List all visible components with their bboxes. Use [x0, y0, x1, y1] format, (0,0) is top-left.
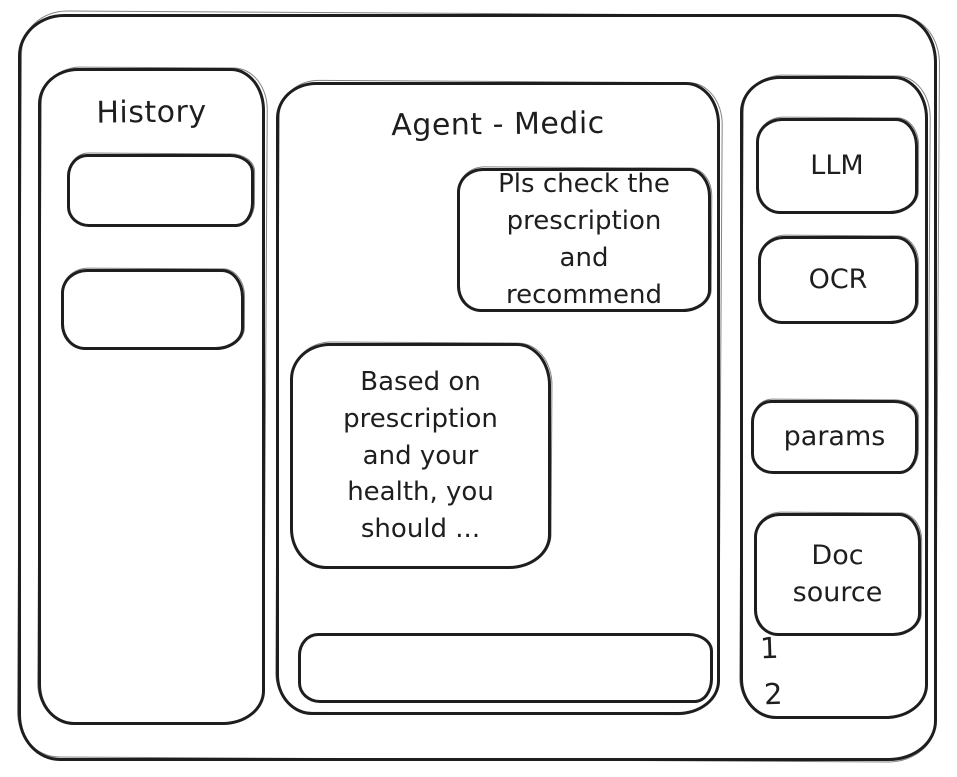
app-window: History Agent - Medic Pls check the pres… — [18, 14, 937, 761]
chat-input[interactable] — [298, 633, 713, 703]
history-item[interactable] — [61, 269, 244, 350]
agent-message-bubble: Based on prescription and your health, y… — [290, 343, 551, 569]
tools-panel: LLM OCR params Doc source 1 2 — [740, 76, 928, 719]
history-item[interactable] — [67, 154, 254, 227]
doc-source-button[interactable]: Doc source — [754, 513, 921, 636]
user-message-bubble: Pls check the prescription and recommend — [457, 168, 711, 312]
user-message-text: Pls check the prescription and recommend — [498, 169, 670, 310]
params-button[interactable]: params — [751, 400, 918, 474]
doc-source-button-label: Doc source — [792, 540, 883, 608]
doc-source-item-1[interactable]: 1 — [759, 630, 780, 666]
chat-panel: Agent - Medic Pls check the prescription… — [276, 82, 720, 715]
history-panel-title: History — [96, 94, 207, 131]
llm-button[interactable]: LLM — [756, 118, 918, 214]
chat-panel-title: Agent - Medic — [391, 105, 605, 144]
params-button-label: params — [783, 420, 886, 452]
ocr-button[interactable]: OCR — [758, 236, 918, 324]
llm-button-label: LLM — [810, 149, 864, 181]
ocr-button-label: OCR — [808, 263, 868, 295]
doc-source-item-2[interactable]: 2 — [763, 676, 784, 712]
history-panel: History — [38, 68, 265, 725]
agent-message-text: Based on prescription and your health, y… — [343, 366, 498, 545]
